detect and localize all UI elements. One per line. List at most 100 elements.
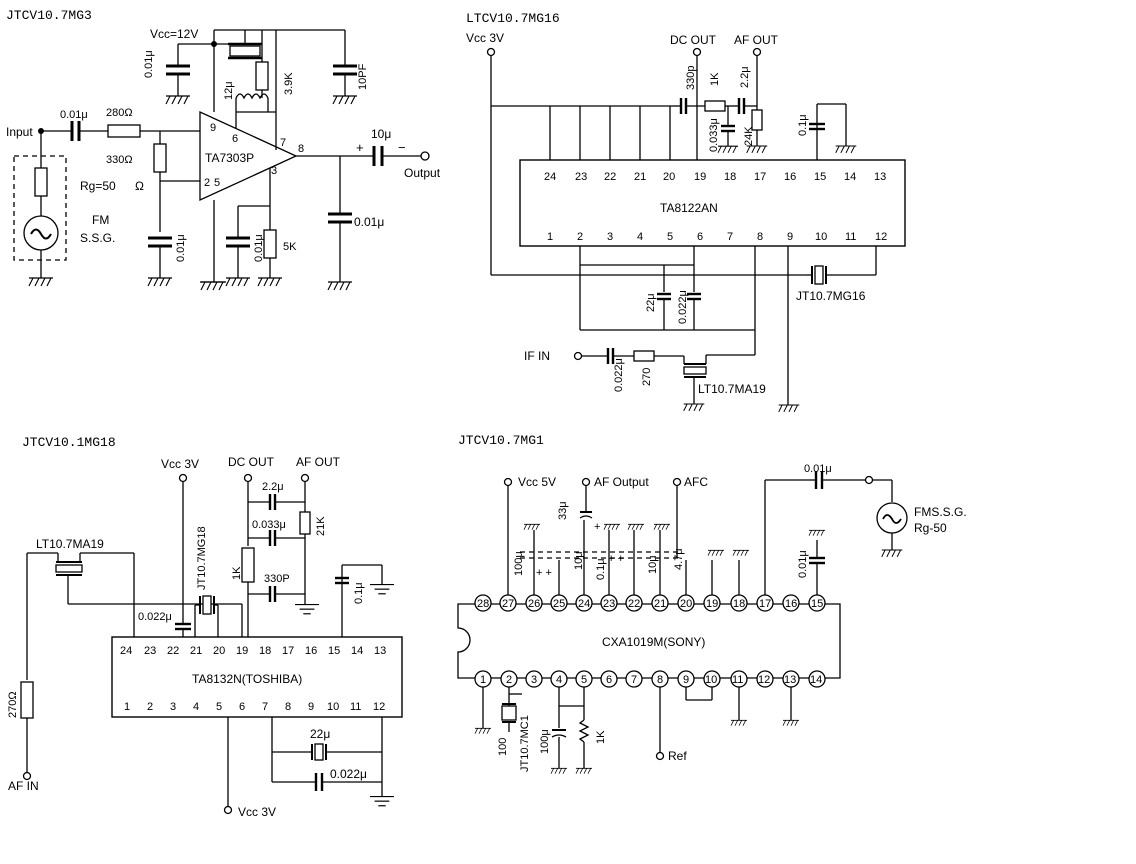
mg18-ic-label: TA8132N(TOSHIBA) (192, 672, 302, 686)
svg-text:10: 10 (705, 674, 717, 686)
mg16-r-1k: 1K (709, 72, 721, 86)
svg-text:+: + (356, 140, 364, 155)
mg3-c-pin3: 0.01μ (253, 234, 265, 262)
svg-text:23: 23 (144, 645, 156, 657)
svg-text:27: 27 (502, 598, 514, 610)
mg16-r-24k: 24K (743, 126, 755, 146)
svg-text:12: 12 (373, 701, 385, 713)
svg-text:26: 26 (528, 598, 540, 610)
svg-text:1: 1 (547, 231, 553, 243)
svg-text:3: 3 (531, 674, 537, 686)
svg-text:12: 12 (758, 674, 770, 686)
mg3-gen-rg: Rg=50 (80, 179, 116, 193)
mg18-af-in: AF IN (8, 779, 39, 793)
svg-text:14: 14 (351, 645, 363, 657)
svg-text:8: 8 (298, 143, 304, 155)
svg-text:15: 15 (328, 645, 340, 657)
mg16-r-270: 270 (641, 368, 653, 386)
mg3-c-vcc: 0.01μ (143, 50, 155, 78)
mg1-filter: JT10.7MC1 (519, 715, 531, 772)
mg16-c-22u: 2.2μ (739, 66, 751, 88)
mg3-title: JTCV10.7MG3 (6, 8, 92, 23)
svg-text:7: 7 (262, 701, 268, 713)
mg18-filter: JT10.7MG18 (196, 526, 208, 590)
svg-text:11: 11 (350, 701, 361, 713)
mg1-c-100b: 100μ (539, 729, 551, 754)
mg1-ref: Ref (668, 749, 687, 763)
mg18-r-21k: 21K (315, 516, 327, 536)
svg-text:21: 21 (654, 598, 666, 610)
svg-text:4: 4 (193, 701, 199, 713)
svg-text:19: 19 (694, 171, 706, 183)
mg3-c-10pf: 10PF (357, 63, 369, 90)
svg-text:9: 9 (787, 231, 793, 243)
svg-text:6: 6 (232, 133, 238, 145)
svg-text:+: + (594, 521, 600, 533)
mg3-output-label: Output (404, 166, 441, 180)
mg16-dc-out: DC OUT (670, 33, 717, 47)
mg3-output-terminal (420, 151, 430, 161)
svg-text:18: 18 (259, 645, 271, 657)
mg16-if-in: IF IN (524, 349, 550, 363)
svg-text:6: 6 (239, 701, 245, 713)
mg1-gen2: Rg-50 (914, 521, 947, 535)
mg16-ic-label: TA8122AN (660, 201, 718, 215)
mg18-c-22: 22μ (310, 727, 330, 741)
mg3-c-out-shunt: 0.01μ (354, 215, 384, 229)
svg-text:14: 14 (810, 674, 822, 686)
svg-text:5: 5 (581, 674, 587, 686)
svg-text:17: 17 (759, 598, 771, 610)
mg1-af-output: AF Output (594, 475, 649, 489)
svg-text:6: 6 (606, 674, 612, 686)
svg-text:3: 3 (170, 701, 176, 713)
svg-text:21: 21 (634, 171, 646, 183)
svg-text:8: 8 (757, 231, 763, 243)
svg-text:20: 20 (680, 598, 692, 610)
mg1-c-33: 33μ (557, 501, 569, 520)
svg-text:−: − (398, 140, 406, 155)
svg-text:16: 16 (785, 598, 797, 610)
svg-text:3: 3 (271, 165, 277, 177)
svg-text:18: 18 (724, 171, 736, 183)
svg-text:13: 13 (374, 645, 386, 657)
svg-text:5: 5 (216, 701, 222, 713)
mg3-c-in: 0.01μ (60, 109, 88, 121)
mg1-c-001b: 0.01μ (797, 550, 809, 578)
svg-text:13: 13 (874, 171, 886, 183)
svg-text:9: 9 (683, 674, 689, 686)
svg-text:15: 15 (814, 171, 826, 183)
mg1-c-01: 0.1μ (595, 558, 607, 580)
mg18-r-1k: 1K (231, 566, 243, 580)
mg16-c-in: 0.022μ (613, 358, 625, 392)
svg-text:22: 22 (167, 645, 179, 657)
svg-text:14: 14 (844, 171, 856, 183)
mg3-r-5k: 5K (283, 241, 297, 253)
svg-text:6: 6 (697, 231, 703, 243)
svg-text:2: 2 (577, 231, 583, 243)
mg16-c-0033: 0.033μ (708, 118, 720, 152)
svg-text:24: 24 (578, 598, 590, 610)
svg-text:19: 19 (236, 645, 248, 657)
svg-text:2: 2 (506, 674, 512, 686)
svg-text:+ +: + + (536, 567, 552, 579)
svg-text:4: 4 (637, 231, 643, 243)
svg-text:9: 9 (308, 701, 314, 713)
svg-text:22: 22 (604, 171, 616, 183)
svg-text:5: 5 (214, 177, 220, 189)
mg1-c-10a: 10μ (573, 551, 585, 570)
svg-text:22: 22 (628, 598, 640, 610)
svg-text:20: 20 (663, 171, 675, 183)
svg-text:5: 5 (667, 231, 673, 243)
svg-text:16: 16 (784, 171, 796, 183)
mg16-c-01: 0.1μ (797, 114, 809, 136)
mg1-c-10b: 10μ (647, 555, 659, 574)
mg1-c-100a: 100μ (513, 551, 525, 576)
svg-text:24: 24 (544, 171, 556, 183)
mg18-r-270: 270Ω (7, 691, 19, 718)
mg18-c-330p: 330P (264, 573, 290, 585)
mg16-af-out: AF OUT (734, 33, 779, 47)
mg16-trans: LT10.7MA19 (698, 382, 766, 396)
mg16-ic-body (519, 159, 906, 247)
mg3-gen-name1: FM (92, 213, 109, 227)
mg1-c-47: 4.7μ (673, 548, 685, 570)
